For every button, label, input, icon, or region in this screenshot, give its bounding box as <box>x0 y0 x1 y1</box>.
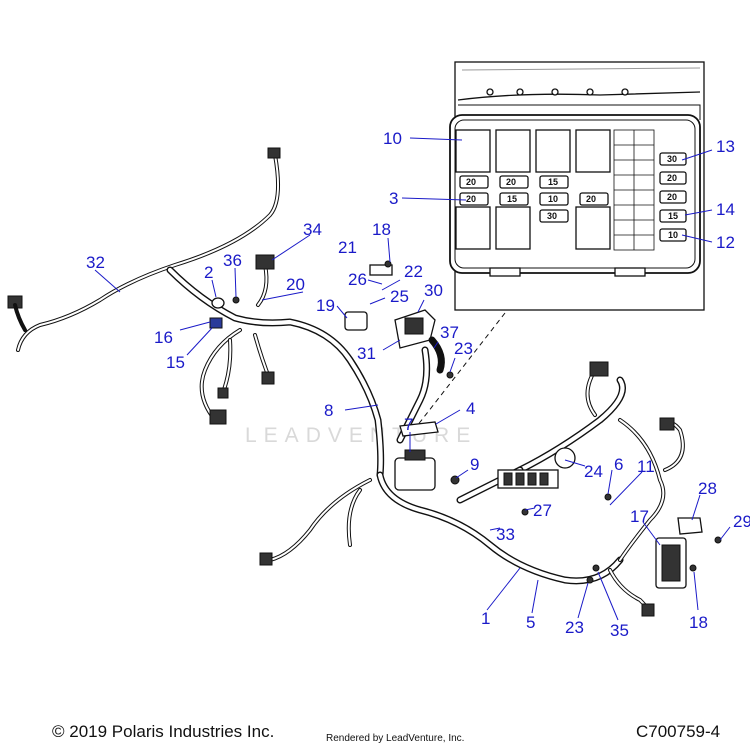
svg-text:20: 20 <box>667 192 677 202</box>
svg-text:10: 10 <box>668 230 678 240</box>
svg-text:20: 20 <box>466 177 476 187</box>
callout-18-top: 18 <box>372 220 391 239</box>
callout-21: 21 <box>338 238 357 257</box>
fuse-f4: 20 <box>459 192 489 206</box>
callout-36: 36 <box>223 251 242 270</box>
callout-12: 12 <box>716 233 735 252</box>
callout-23-top: 23 <box>454 339 473 358</box>
callout-37: 37 <box>440 323 459 342</box>
terminal-grid <box>613 129 655 251</box>
svg-text:15: 15 <box>548 177 558 187</box>
callout-7: 7 <box>404 415 413 434</box>
svg-text:10: 10 <box>548 194 558 204</box>
callout-6: 6 <box>614 455 623 474</box>
rendered-by-text: Rendered by LeadVenture, Inc. <box>326 733 465 744</box>
relay-row-bottom <box>455 206 611 250</box>
fuse-f13: 10 <box>659 228 687 242</box>
copyright-text: © 2019 Polaris Industries Inc. <box>52 722 275 741</box>
leader-lines <box>94 137 731 621</box>
callout-30: 30 <box>424 281 443 300</box>
fuse-f8: 20 <box>579 192 609 206</box>
callout-22: 22 <box>404 262 423 281</box>
callout-19: 19 <box>316 296 335 315</box>
callout-31: 31 <box>357 344 376 363</box>
callout-32: 32 <box>86 253 105 272</box>
callout-24: 24 <box>584 462 603 481</box>
callout-29: 29 <box>733 512 750 531</box>
callout-23-bottom: 23 <box>565 618 584 637</box>
fuse-f10: 20 <box>659 171 687 185</box>
fuse-f5: 15 <box>499 192 529 206</box>
fuse-f9: 30 <box>659 152 687 166</box>
callout-15: 15 <box>166 353 185 372</box>
callout-16: 16 <box>154 328 173 347</box>
svg-text:20: 20 <box>586 194 596 204</box>
svg-text:20: 20 <box>667 173 677 183</box>
svg-text:20: 20 <box>466 194 476 204</box>
callout-5: 5 <box>526 613 535 632</box>
fuse-box-inset: 20 20 15 20 15 10 30 20 <box>449 61 705 311</box>
callout-4: 4 <box>466 399 475 418</box>
callout-numbers: 10 3 13 14 12 18 21 26 22 25 30 19 31 37… <box>86 129 750 640</box>
fuse-f3: 15 <box>539 175 569 189</box>
callout-1: 1 <box>481 609 490 628</box>
callout-3: 3 <box>389 189 398 208</box>
callout-8: 8 <box>324 401 333 420</box>
svg-text:30: 30 <box>667 154 677 164</box>
svg-text:15: 15 <box>668 211 678 221</box>
callout-14: 14 <box>716 200 735 219</box>
fuse-f7: 30 <box>539 209 569 223</box>
diagram-code: C700759-4 <box>636 722 721 741</box>
callout-20: 20 <box>286 275 305 294</box>
callout-9: 9 <box>470 455 479 474</box>
fuse-f2: 20 <box>499 175 529 189</box>
callout-35: 35 <box>610 621 629 640</box>
fuse-f11: 20 <box>659 190 687 204</box>
callout-26: 26 <box>348 270 367 289</box>
callout-27: 27 <box>533 501 552 520</box>
callout-10: 10 <box>383 129 402 148</box>
callout-33: 33 <box>496 525 515 544</box>
fuse-f12: 15 <box>659 209 687 223</box>
watermark-text: LEADVENTURE <box>245 424 477 447</box>
svg-text:15: 15 <box>507 194 517 204</box>
callout-11: 11 <box>637 457 655 476</box>
svg-text:20: 20 <box>506 177 516 187</box>
fuse-f1: 20 <box>459 175 489 189</box>
svg-text:30: 30 <box>547 211 557 221</box>
callout-25: 25 <box>390 287 409 306</box>
callout-13: 13 <box>716 137 735 156</box>
callout-28: 28 <box>698 479 717 498</box>
callout-17: 17 <box>630 507 649 526</box>
callout-18-bottom: 18 <box>689 613 708 632</box>
callout-2: 2 <box>204 263 213 282</box>
component-parts <box>209 260 722 589</box>
fuse-f6: 10 <box>539 192 569 206</box>
callout-34: 34 <box>303 220 322 239</box>
relay-row-top <box>455 129 611 173</box>
inset-link-dashed <box>409 312 506 436</box>
